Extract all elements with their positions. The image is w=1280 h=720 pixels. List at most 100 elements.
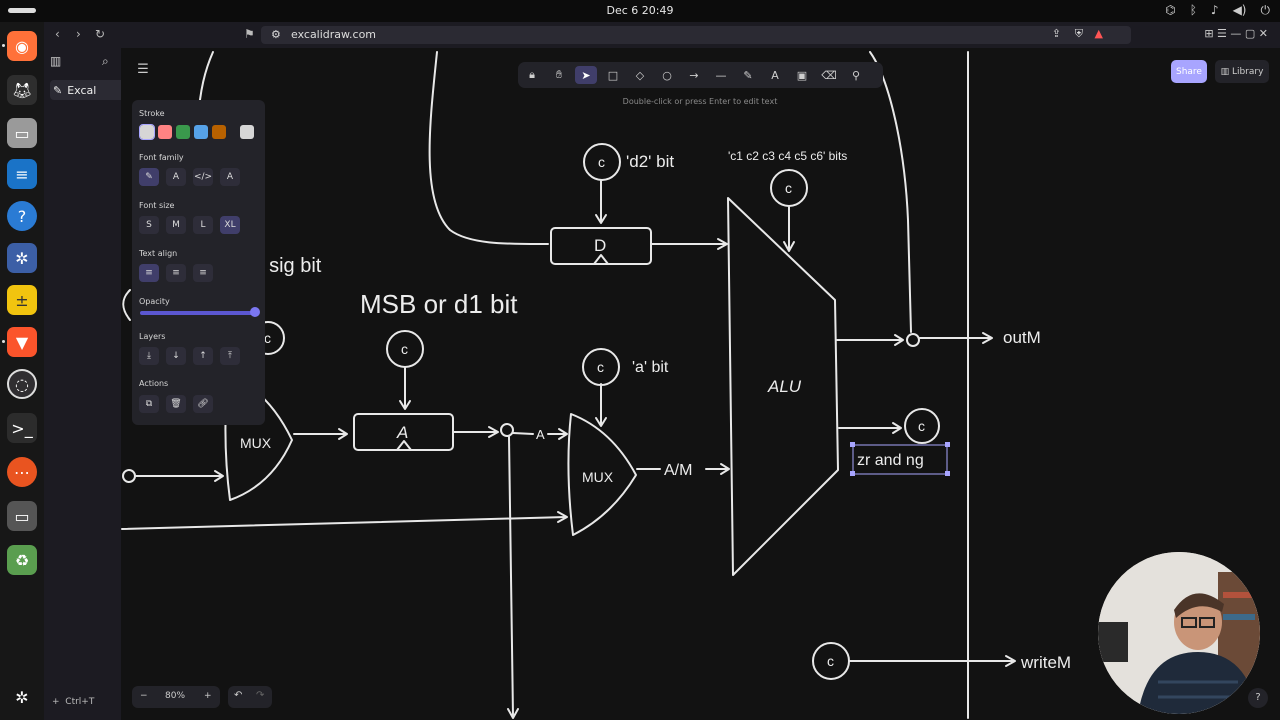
software-center-icon[interactable]: ⋯ xyxy=(7,457,37,487)
bring-to-front-button[interactable]: ⤒ xyxy=(220,347,240,365)
font-size-l-button[interactable]: L xyxy=(193,216,213,234)
share-button[interactable]: Share xyxy=(1171,60,1207,83)
obs-icon[interactable]: ◌ xyxy=(7,369,37,399)
layers-label: Layers xyxy=(139,332,166,341)
arrow-tool-button[interactable]: → xyxy=(683,66,705,84)
network-icon[interactable]: ⌬ xyxy=(1165,3,1176,17)
send-to-back-button[interactable]: ⤓ xyxy=(139,347,159,365)
align-center-button[interactable]: ≡ xyxy=(166,264,186,282)
ssd-drive-icon[interactable]: ▭ xyxy=(7,501,37,531)
files-icon[interactable]: ▭ xyxy=(7,118,37,148)
send-backward-button[interactable]: ↓ xyxy=(166,347,186,365)
show-apps-icon[interactable]: ✲ xyxy=(15,687,29,707)
font-family-option[interactable]: </> xyxy=(193,168,213,186)
opacity-slider-handle[interactable] xyxy=(250,307,260,317)
zoom-out-button[interactable]: − xyxy=(140,691,148,701)
font-size-s-button[interactable]: S xyxy=(139,216,159,234)
stroke-color-swatch[interactable] xyxy=(176,125,190,139)
volume-icon[interactable]: ◀︎) xyxy=(1232,3,1247,17)
label-c-bits: 'c1 c2 c3 c4 c5 c6' bits xyxy=(728,149,847,163)
hand-tool-button[interactable]: ✋︎ xyxy=(548,66,570,84)
stroke-color-swatch[interactable] xyxy=(240,125,254,139)
calculator-icon[interactable]: ± xyxy=(7,285,37,315)
help-icon[interactable]: ? xyxy=(7,201,37,231)
ellipse-tool-button[interactable]: ○ xyxy=(656,66,678,84)
undo-icon[interactable]: ↶ xyxy=(234,690,243,701)
opacity-slider[interactable] xyxy=(140,311,257,315)
control-c-abit xyxy=(582,348,620,386)
lock-icon: 🔒︎ xyxy=(529,68,535,81)
stroke-color-swatch[interactable] xyxy=(158,125,172,139)
image-icon: ▣ xyxy=(796,68,808,82)
trash-icon[interactable]: ♻ xyxy=(7,545,37,575)
help-button[interactable]: ? xyxy=(1248,688,1268,708)
kdenlive-icon[interactable]: ✲ xyxy=(7,243,37,273)
rectangle-tool-button[interactable]: □ xyxy=(602,66,624,84)
address-bar[interactable]: ⚙ excalidraw.com ⇪ ⛨ ▲ xyxy=(261,26,1131,44)
align-right-button[interactable]: ≡ xyxy=(193,264,213,282)
line-tool-button[interactable]: — xyxy=(710,66,732,84)
label-d2: 'd2' bit xyxy=(626,152,674,171)
writer-icon[interactable]: ≡ xyxy=(7,159,37,189)
align-left-button[interactable]: ≡ xyxy=(139,264,159,282)
label-zr-ng[interactable]: zr and ng xyxy=(857,452,924,469)
terminal-icon[interactable]: >_ xyxy=(7,413,37,443)
label-alu: ALU xyxy=(767,377,802,396)
search-tabs-icon[interactable]: ⌕ xyxy=(102,54,109,68)
link-button[interactable]: 🔗︎ xyxy=(193,395,213,413)
pencil-tool-button[interactable]: ✎ xyxy=(737,66,759,84)
library-button[interactable]: ▥ Library xyxy=(1215,60,1269,83)
mux-1-shape xyxy=(224,374,293,501)
lock-tool-button[interactable]: 🔒︎ xyxy=(521,66,543,84)
main-menu-button[interactable]: ☰ xyxy=(137,62,149,77)
power-icon[interactable]: ⏻ xyxy=(1260,3,1271,17)
system-tray[interactable]: ⌬ ᛒ ♪ ◀︎) ⏻ xyxy=(1165,3,1270,18)
brave-icon[interactable]: ▼ xyxy=(7,327,37,357)
font-family-option[interactable]: A xyxy=(166,168,186,186)
new-tab-button[interactable]: + Ctrl+T xyxy=(52,697,94,707)
font-family-option[interactable]: A xyxy=(220,168,240,186)
stroke-color-swatch[interactable] xyxy=(212,125,226,139)
send-backward-icon: ↓ xyxy=(172,351,180,361)
system-top-bar: Dec 6 20:49 ⌬ ᛒ ♪ ◀︎) ⏻ xyxy=(0,0,1280,22)
library-label: Library xyxy=(1231,66,1264,77)
bring-forward-button[interactable]: ↑ xyxy=(193,347,213,365)
eraser-tool-button[interactable]: ⌫ xyxy=(818,66,840,84)
firefox-icon[interactable]: ◉ xyxy=(7,31,37,61)
stroke-color-swatch[interactable] xyxy=(139,124,155,140)
zoom-level[interactable]: 80% xyxy=(165,691,186,701)
ellipse-icon: ○ xyxy=(662,68,672,82)
redo-icon[interactable]: ↷ xyxy=(256,690,265,701)
gimp-icon[interactable]: 🦊︎ xyxy=(7,75,37,105)
delete-button[interactable]: 🗑︎ xyxy=(166,395,186,413)
brave-shields-icon[interactable]: ⛨ xyxy=(1074,27,1083,40)
font-size-xl-button[interactable]: XL xyxy=(220,216,240,234)
excalidraw-canvas[interactable] xyxy=(121,48,1280,720)
microphone-icon[interactable]: ♪ xyxy=(1210,3,1219,17)
duplicate-button[interactable]: ⧉ xyxy=(139,395,159,413)
share-page-icon[interactable]: ⇪ xyxy=(1051,27,1061,40)
reload-icon[interactable]: ↻ xyxy=(95,27,106,41)
font-size-m-button[interactable]: M xyxy=(166,216,186,234)
back-icon[interactable]: ‹ xyxy=(55,27,60,41)
system-clock[interactable]: Dec 6 20:49 xyxy=(606,4,674,17)
forward-icon[interactable]: › xyxy=(76,27,81,41)
extra-tools-tool-button[interactable]: ⚲ xyxy=(845,66,867,84)
window-controls[interactable]: ⊞ ☰ — ▢ ✕ xyxy=(1204,27,1268,40)
font-family-option[interactable]: ✎ xyxy=(139,168,159,186)
image-tool-button[interactable]: ▣ xyxy=(791,66,813,84)
bluetooth-icon[interactable]: ᛒ xyxy=(1189,3,1197,17)
sidebar-toggle-icon[interactable]: ▥ xyxy=(50,54,62,68)
stroke-color-swatch[interactable] xyxy=(194,125,208,139)
activities-indicator[interactable] xyxy=(8,8,36,13)
text-tool-button[interactable]: A xyxy=(764,66,786,84)
brave-rewards-icon[interactable]: ▲ xyxy=(1094,27,1103,40)
diamond-tool-button[interactable]: ◇ xyxy=(629,66,651,84)
label-c-zrng: c xyxy=(918,418,925,434)
bookmark-icon[interactable]: ⚑ xyxy=(244,27,255,41)
site-info-icon[interactable]: ⚙ xyxy=(271,28,281,41)
align-center-icon: ≡ xyxy=(172,268,180,278)
zoom-in-button[interactable]: + xyxy=(204,691,212,701)
pointer-tool-button[interactable]: ➤ xyxy=(575,66,597,84)
